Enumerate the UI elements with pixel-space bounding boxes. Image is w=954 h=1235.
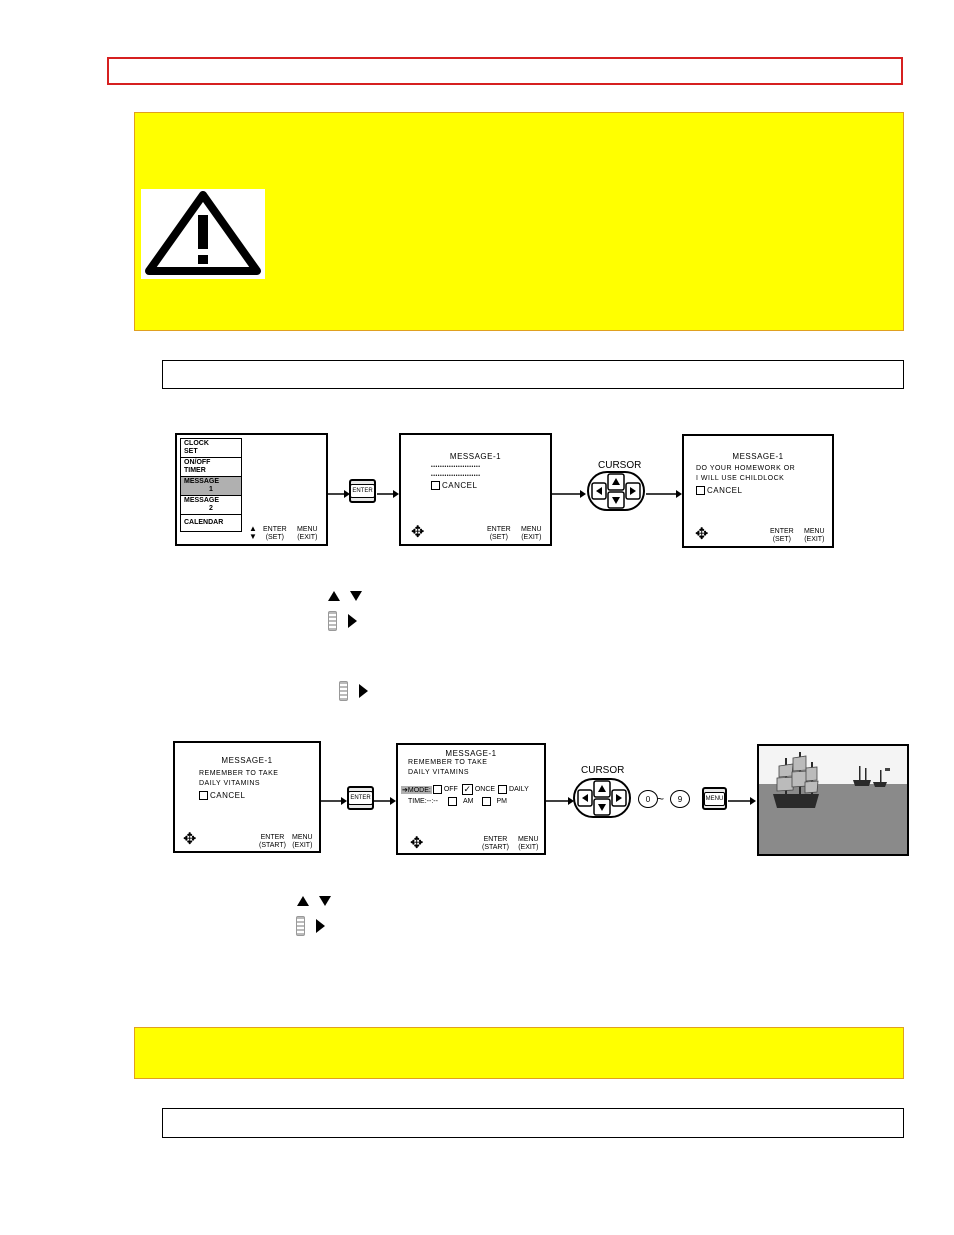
arrow-icon xyxy=(728,793,756,811)
enter-set-label: ENTER(SET) xyxy=(487,526,511,541)
header-bar xyxy=(107,57,903,85)
screen-title: MESSAGE-1 xyxy=(445,749,497,758)
enter-set-label: ENTER(SET) xyxy=(770,528,794,543)
once-label: ONCE xyxy=(474,786,496,793)
cursor-label: CURSOR xyxy=(581,765,625,776)
right-arrow-icon xyxy=(348,614,357,628)
cancel-option: CANCEL xyxy=(431,481,477,491)
off-label: OFF xyxy=(443,786,458,793)
cancel-option: CANCEL xyxy=(199,791,245,801)
daily-checkbox xyxy=(498,785,508,794)
remote-icon xyxy=(296,916,305,936)
arrow-icon xyxy=(321,793,347,811)
remote-right xyxy=(339,681,368,701)
digit-0-button-icon: 0 xyxy=(638,790,658,808)
once-checkbox-checked: ✓ xyxy=(461,784,473,795)
off-checkbox xyxy=(432,785,442,794)
warning-box xyxy=(134,112,904,331)
remote-right xyxy=(296,916,325,936)
pm-checkbox xyxy=(482,797,492,806)
section-bar-2 xyxy=(162,1108,904,1138)
menu-exit-label: MENU(EXIT) xyxy=(292,834,313,849)
cancel-checkbox xyxy=(431,481,440,491)
range-tilde-icon: ~ xyxy=(657,792,665,806)
menu-exit-label: MENU(EXIT) xyxy=(521,526,542,541)
tv-screen-message-edit: MESSAGE-1 ••••••••••••••••••••••••••••••… xyxy=(399,433,552,546)
menu-exit-label: MENU(EXIT) xyxy=(804,528,825,543)
cursor-pad-icon: ✥ xyxy=(695,526,709,543)
right-arrow-icon xyxy=(316,919,325,933)
menu-exit-label: MENU(EXIT) xyxy=(297,526,318,541)
cursor-pad-button-icon xyxy=(587,471,645,516)
am-checkbox xyxy=(447,797,457,806)
right-arrow-icon xyxy=(359,684,368,698)
section-bar-1 xyxy=(162,360,904,389)
down-arrow-icon xyxy=(350,591,362,601)
menu-item-calendar: CALENDAR xyxy=(184,519,224,526)
am-label: AM xyxy=(462,798,474,805)
cursor-pad-icon: ✥ xyxy=(411,524,425,541)
time-row: TIME:--:-- AM PM xyxy=(408,797,507,806)
cancel-checkbox xyxy=(199,791,208,801)
enter-set-label: ENTER(SET) xyxy=(263,526,287,541)
remote-icon xyxy=(328,611,337,631)
arrow-icon xyxy=(377,486,399,504)
arrow-icon xyxy=(328,486,350,504)
up-arrow-icon xyxy=(328,591,340,601)
mode-row: ➔MODE: OFF ✓ONCE DAILY xyxy=(401,784,529,795)
enter-button-icon: ENTER xyxy=(347,786,374,810)
up-down-arrows xyxy=(297,896,331,906)
daily-label: DAILY xyxy=(509,786,529,793)
time-label: TIME:--:-- xyxy=(408,798,438,805)
arrow-icon xyxy=(552,486,586,504)
cancel-option: CANCEL xyxy=(696,486,742,496)
cursor-pad-button-icon xyxy=(573,778,631,823)
digit-9-button-icon: 9 xyxy=(670,790,690,808)
cursor-label: CURSOR xyxy=(598,460,642,471)
remote-right xyxy=(328,611,357,631)
screen-title: MESSAGE-1 xyxy=(732,452,784,461)
arrow-icon xyxy=(374,793,396,811)
remote-icon xyxy=(339,681,348,701)
arrow-icon xyxy=(646,486,682,504)
up-arrow-icon xyxy=(297,896,309,906)
menu-exit-label: MENU(EXIT) xyxy=(518,836,539,851)
message-placeholder: ••••••••••••••••••••••••••••••••••••••••… xyxy=(431,464,481,479)
cancel-checkbox xyxy=(696,486,705,496)
cursor-pad-icon: ✥ xyxy=(410,835,424,852)
screen-title: MESSAGE-1 xyxy=(449,452,502,461)
enter-start-label: ENTER(START) xyxy=(259,834,286,849)
pm-label: PM xyxy=(496,798,507,805)
updown-icon: ▲▼ xyxy=(249,524,257,541)
down-arrow-icon xyxy=(319,896,331,906)
cursor-pad-icon: ✥ xyxy=(183,831,197,848)
enter-button-icon: ENTER xyxy=(349,479,376,503)
screen-title: MESSAGE-1 xyxy=(221,756,273,765)
arrow-icon xyxy=(546,793,574,811)
warning-icon xyxy=(141,189,265,279)
up-down-arrows xyxy=(328,591,362,601)
enter-start-label: ENTER(START) xyxy=(482,836,509,851)
tv-picture-ships xyxy=(757,744,909,856)
menu-button-icon: MENU xyxy=(702,787,727,810)
note-box xyxy=(134,1027,904,1079)
mode-label: ➔MODE: xyxy=(401,785,432,794)
